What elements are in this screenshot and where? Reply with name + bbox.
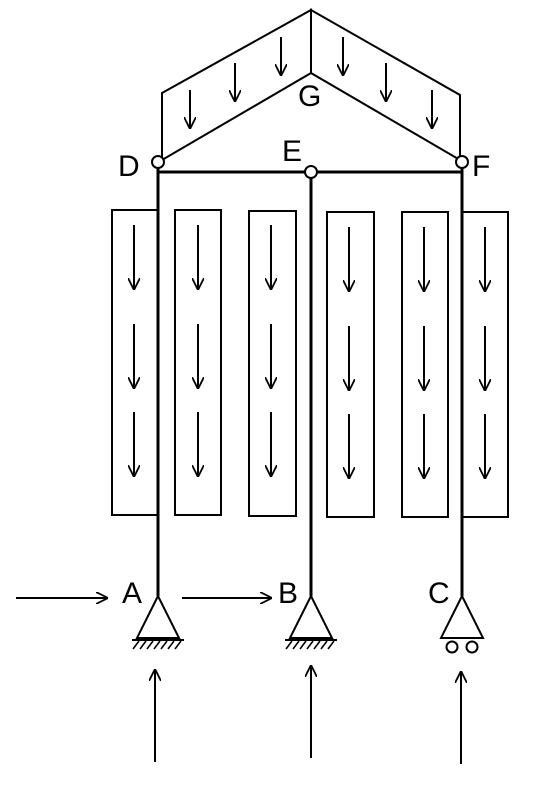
label-D: D: [118, 150, 140, 183]
pin-triangle: [288, 593, 334, 639]
reaction-arrows: [155, 666, 461, 764]
hinge-D: [151, 155, 165, 169]
label-E: E: [282, 135, 302, 168]
hinge-F: [455, 155, 469, 169]
roller-wheel: [465, 640, 479, 654]
label-A: A: [122, 577, 142, 610]
wall-load-strip: [248, 210, 297, 517]
support-C: [439, 593, 485, 654]
roof-load: [161, 8, 461, 162]
frame: [156, 162, 464, 596]
roller-triangle: [439, 593, 485, 639]
label-F: F: [472, 150, 490, 183]
support-A: [132, 593, 184, 650]
roller-wheel: [445, 640, 459, 654]
support-B: [285, 593, 337, 650]
pin-triangle: [135, 593, 181, 639]
ground-hatch: [285, 640, 335, 650]
label-G: G: [298, 80, 321, 113]
wall-load-arrows: [134, 225, 485, 478]
hinge-E: [304, 165, 318, 179]
wall-load-strip: [174, 209, 222, 516]
label-B: B: [278, 577, 298, 610]
hinges: [151, 155, 469, 179]
node-labels: D E F G A B C: [118, 80, 490, 610]
wall-load-strip: [326, 211, 375, 518]
wall-load: [111, 209, 509, 518]
label-C: C: [428, 577, 450, 610]
wall-load-strip: [401, 211, 449, 518]
roof-load-arrows: [190, 37, 432, 128]
ground-hatch: [132, 640, 182, 650]
